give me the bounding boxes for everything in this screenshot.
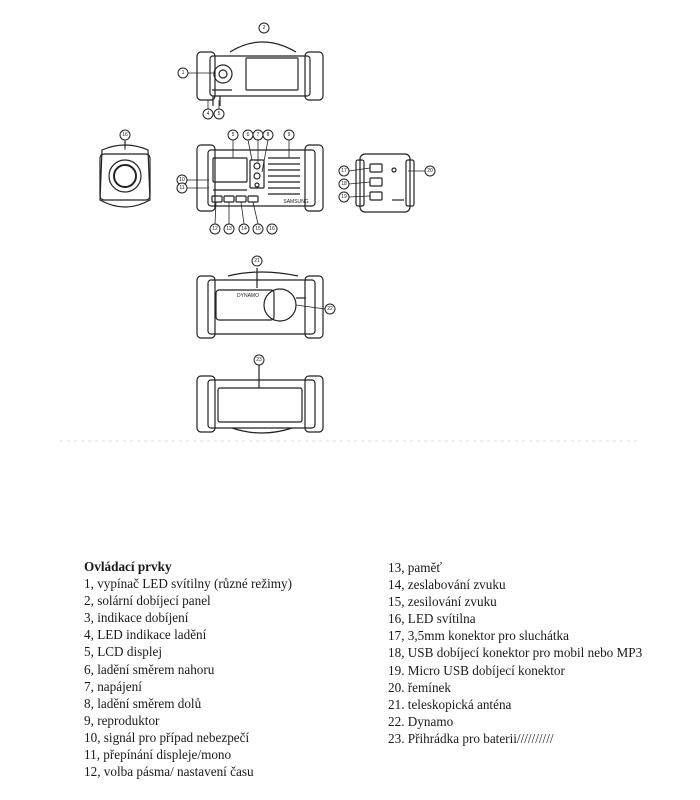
callout-label: 1: [182, 70, 185, 76]
back-brand-label: DYNAMO: [237, 293, 259, 299]
callout-label: 14: [241, 226, 247, 232]
callout-label: 11: [179, 185, 184, 191]
back-view: [196, 268, 324, 339]
legend-item: 16, LED svítilna: [388, 611, 476, 627]
callout-2-top: [258, 22, 270, 34]
left-view: [99, 141, 151, 208]
callout-label: 22: [327, 306, 333, 312]
callout-label: 18: [341, 181, 347, 187]
legend-item: 19. Micro USB dobíjecí konektor: [388, 662, 565, 678]
legend-item: 2, solární dobíjecí panel: [84, 593, 211, 609]
callout-label: 13: [226, 226, 232, 232]
legend-item: 22. Dynamo: [388, 713, 454, 729]
legend-item: 8, ladění směrem dolů: [84, 695, 202, 711]
legend-item: 12, volba pásma/ nastavení času: [84, 764, 254, 780]
callout-label: 21: [254, 258, 260, 264]
legend-item: 15, zesilování zvuku: [388, 594, 497, 610]
legend-item: 1, vypínač LED svítilny (různé režimy): [84, 576, 293, 592]
legend-item: 18, USB dobíjecí konektor pro mobil nebo…: [388, 645, 643, 661]
callout-label: 7: [257, 132, 260, 138]
controls-legend-right: 13, paměť 14, zeslabování zvuku 15, zesi…: [388, 559, 688, 747]
front-view: [196, 144, 324, 212]
legend-item: 5, LCD displej: [84, 644, 163, 660]
legend-item: 21. teleskopická anténa: [388, 696, 512, 712]
callout-label: 8: [267, 132, 270, 138]
callout-label: 6: [247, 132, 250, 138]
legend-item: 17, 3,5mm konektor pro sluchátka: [388, 628, 569, 644]
bottom-view: [196, 365, 324, 434]
callout-label: 17: [341, 168, 347, 174]
callout-23-bottom: [253, 354, 265, 366]
legend-item: 6, ladění směrem nahoru: [84, 661, 215, 677]
top-view: [196, 41, 324, 106]
legend-item: 11, přepínání displeje/mono: [84, 747, 232, 763]
callout-label: 19: [341, 194, 347, 200]
legend-item: 13, paměť: [388, 560, 442, 575]
legend-item: 4, LED indikace ladění: [84, 627, 207, 643]
callout-label: 2: [263, 25, 266, 31]
legend-item: 7, napájení: [84, 678, 142, 694]
device-diagram: 2 1 4 5 5 6 7 8 9 10 11 12 13 14 15 16 1…: [60, 22, 640, 442]
callout-21-back: [251, 255, 263, 267]
legend-item: 3, indikace dobíjení: [84, 610, 189, 626]
callout-label: 9: [288, 132, 291, 138]
callout-label: 16: [269, 226, 275, 232]
legend-item: 14, zeslabování zvuku: [388, 577, 506, 593]
legend-title: Ovládací prvky: [84, 559, 172, 574]
legend-item: 23. Přihrádka pro baterii//////////: [388, 730, 554, 746]
controls-legend: Ovládací prvky 1, vypínač LED svítilny (…: [84, 558, 292, 780]
legend-item: 10, signál pro případ nebezpečí: [84, 729, 250, 745]
device-diagram-svg: 2 1 4 5 5 6 7 8 9 10 11 12 13 14 15 16 1…: [60, 22, 640, 442]
callout-label: 20: [427, 168, 433, 174]
callout-label: 4: [207, 111, 210, 117]
right-view: [355, 153, 415, 213]
callout-label: 10: [179, 177, 185, 183]
callout-label: 5: [232, 132, 235, 138]
callout-label: 12: [212, 226, 218, 232]
callout-label: 15: [255, 226, 261, 232]
callout-label: 23: [256, 357, 262, 363]
legend-item: 20. řemínek: [388, 679, 451, 695]
front-brand-label: SAMSUNG: [283, 199, 308, 205]
callout-label: 16: [122, 132, 128, 138]
legend-item: 9, reproduktor: [84, 712, 160, 728]
callout-label: 5: [218, 111, 221, 117]
